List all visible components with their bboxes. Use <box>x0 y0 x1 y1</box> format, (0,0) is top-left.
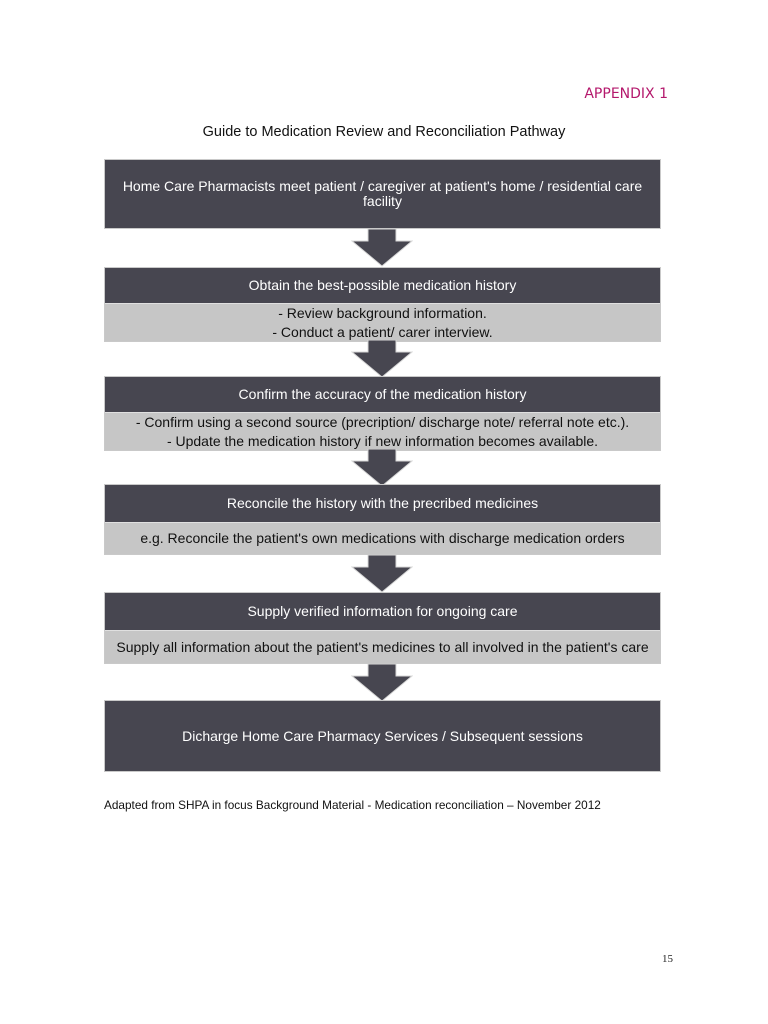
step-2-heading: Obtain the best-possible medication hist… <box>105 268 660 303</box>
down-arrow-icon <box>351 229 413 267</box>
page-title: Guide to Medication Review and Reconcili… <box>202 124 566 140</box>
step-4-heading: Reconcile the history with the precribed… <box>105 485 660 522</box>
down-arrow-icon <box>351 340 413 378</box>
step-4-details: e.g. Reconcile the patient's own medicat… <box>105 522 660 554</box>
step-4-detail-line: e.g. Reconcile the patient's own medicat… <box>140 530 625 546</box>
down-arrow-icon <box>351 555 413 593</box>
step-5-detail-line: Supply all information about the patient… <box>116 638 649 655</box>
step-1-heading: Home Care Pharmacists meet patient / car… <box>105 160 660 228</box>
step-2-detail-line: - Conduct a patient/ carer interview. <box>272 323 493 340</box>
step-6-heading: Dicharge Home Care Pharmacy Services / S… <box>105 701 660 771</box>
step-3-box: Confirm the accuracy of the medication h… <box>104 376 661 451</box>
down-arrow-icon <box>351 664 413 702</box>
step-3-detail-line: - Confirm using a second source (precrip… <box>135 413 630 430</box>
step-2-box: Obtain the best-possible medication hist… <box>104 267 661 342</box>
step-3-details: - Confirm using a second source (precrip… <box>105 412 660 450</box>
source-note: Adapted from SHPA in focus Background Ma… <box>104 798 601 812</box>
step-1-box: Home Care Pharmacists meet patient / car… <box>104 159 661 229</box>
page-number: 15 <box>662 953 673 965</box>
appendix-label: APPENDIX 1 <box>584 86 668 102</box>
step-5-details: Supply all information about the patient… <box>105 630 660 663</box>
step-5-heading: Supply verified information for ongoing … <box>105 593 660 630</box>
step-6-box: Dicharge Home Care Pharmacy Services / S… <box>104 700 661 772</box>
step-2-detail-line: - Review background information. <box>278 304 487 321</box>
step-4-box: Reconcile the history with the precribed… <box>104 484 661 555</box>
step-3-detail-line: - Update the medication history if new i… <box>166 432 599 449</box>
down-arrow-icon <box>351 449 413 487</box>
step-2-details: - Review background information. - Condu… <box>105 303 660 341</box>
step-5-box: Supply verified information for ongoing … <box>104 592 661 664</box>
step-3-heading: Confirm the accuracy of the medication h… <box>105 377 660 412</box>
